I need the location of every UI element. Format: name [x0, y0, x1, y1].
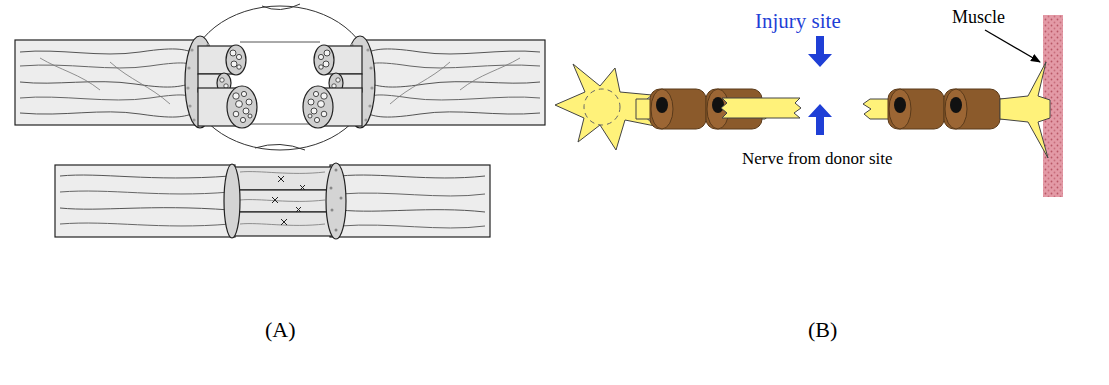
donor-label: Nerve from donor site — [742, 150, 893, 169]
panel-label: (A) — [265, 318, 296, 342]
muscle-label: Muscle — [952, 8, 1005, 28]
neuron-cartoon — [555, 15, 1063, 197]
repaired-nerve — [55, 163, 490, 239]
nerve-stumps — [15, 4, 545, 150]
injury-label: Injury site — [755, 10, 841, 33]
panel-label: (B) — [808, 318, 837, 342]
